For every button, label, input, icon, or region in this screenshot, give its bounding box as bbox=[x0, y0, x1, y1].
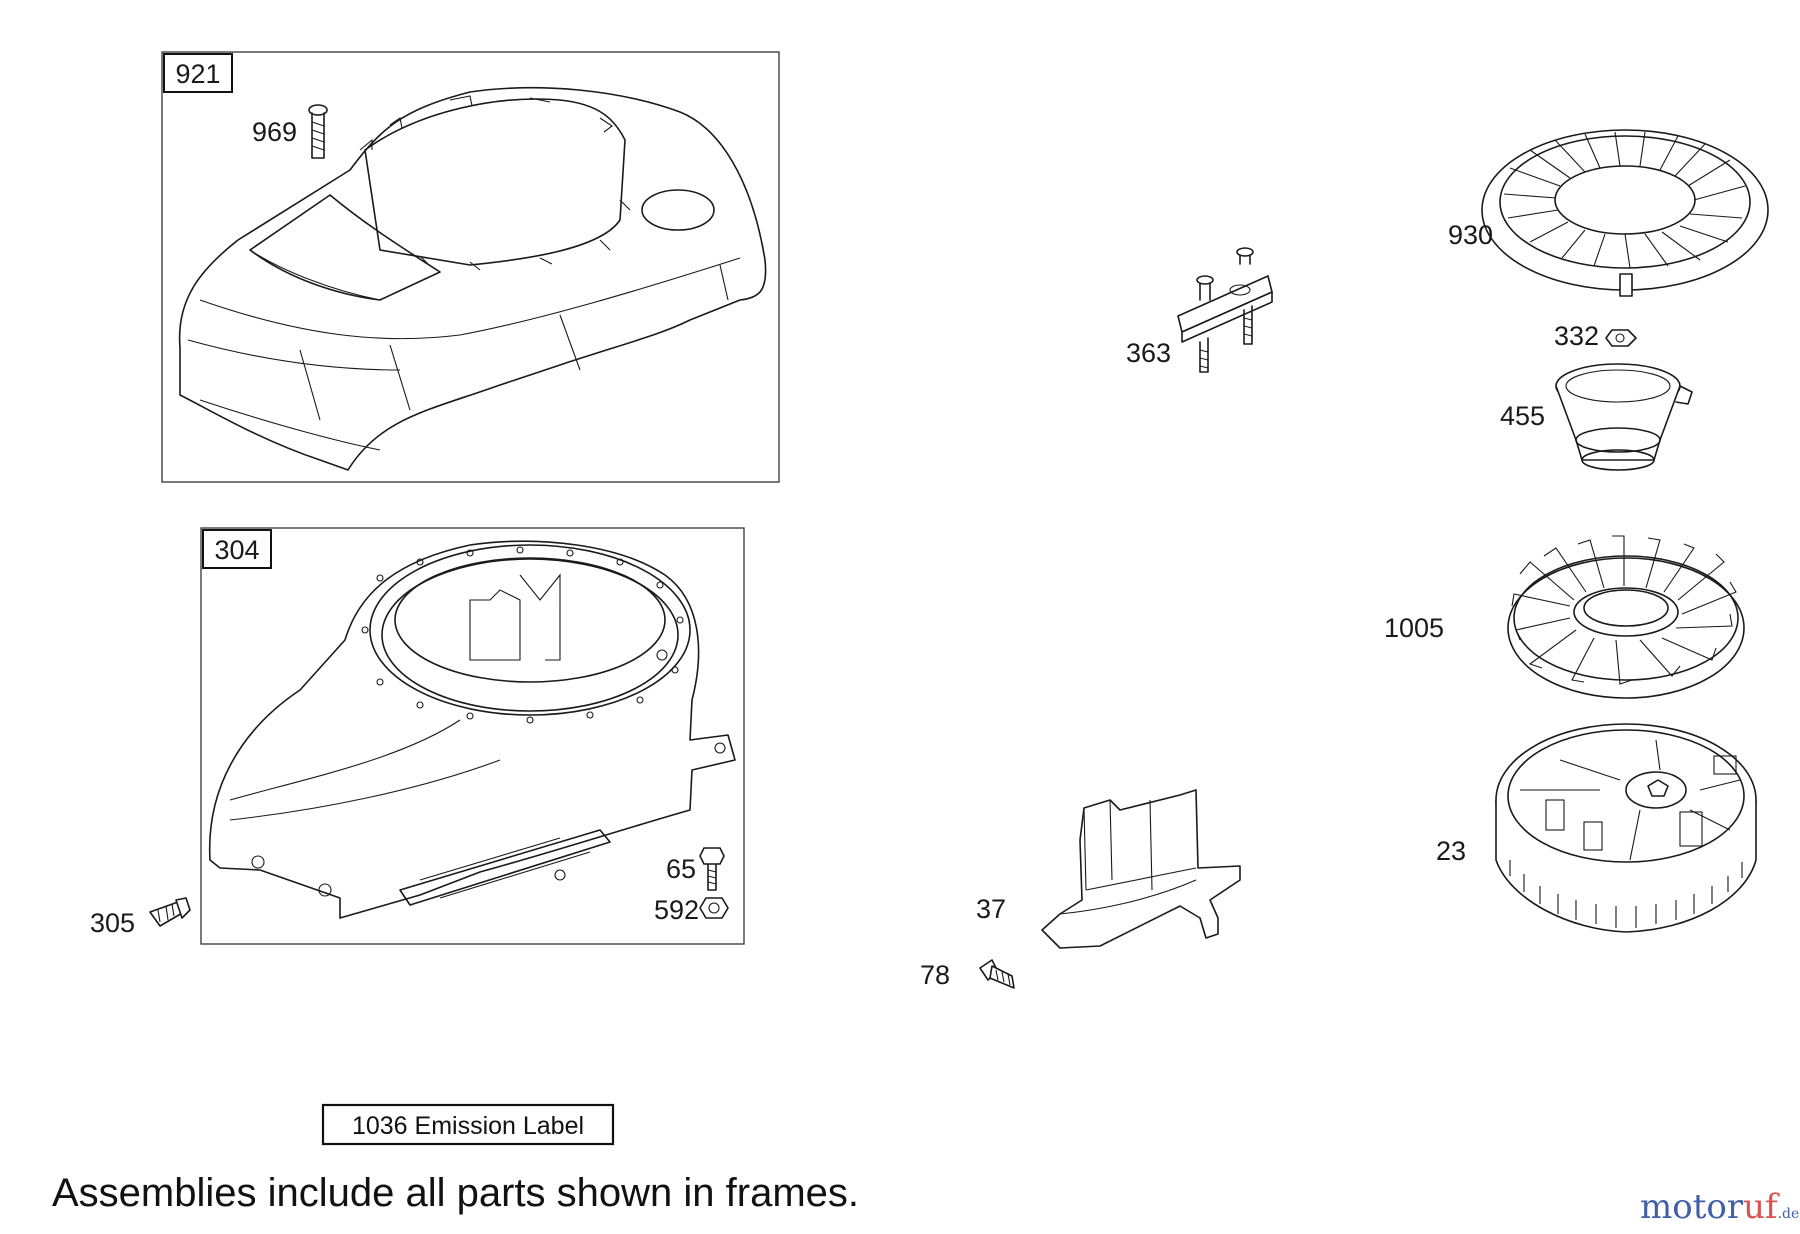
blower-cover-drawing bbox=[178, 86, 767, 471]
callout-455: 455 bbox=[1500, 401, 1545, 431]
frame-921: 921 969 bbox=[161, 51, 780, 483]
callout-592: 592 bbox=[654, 895, 699, 925]
callout-363: 363 bbox=[1126, 338, 1171, 368]
watermark-part1: motor bbox=[1640, 1187, 1744, 1227]
callout-37: 37 bbox=[976, 894, 1006, 924]
flywheel-23-drawing bbox=[1495, 723, 1757, 933]
emission-label-text: 1036 Emission Label bbox=[352, 1112, 584, 1140]
callout-23: 23 bbox=[1436, 836, 1466, 866]
svg-text:motoruf.de: motoruf.de bbox=[1640, 1187, 1799, 1227]
fan-1005-drawing bbox=[1507, 535, 1745, 699]
frame-304: 304 bbox=[200, 527, 745, 945]
callout-305: 305 bbox=[90, 908, 135, 938]
callout-930: 930 bbox=[1448, 220, 1493, 250]
cup-455-drawing bbox=[1555, 363, 1693, 471]
screen-930-drawing bbox=[1481, 129, 1769, 297]
blower-housing-drawing bbox=[208, 540, 736, 919]
callout-969: 969 bbox=[252, 117, 297, 147]
frame-921-label: 921 bbox=[175, 59, 220, 89]
bolt-65-drawing bbox=[699, 847, 725, 891]
frame-304-label: 304 bbox=[214, 535, 259, 565]
bracket-363-drawing bbox=[1177, 247, 1273, 373]
callout-332: 332 bbox=[1554, 321, 1599, 351]
callout-65: 65 bbox=[666, 854, 696, 884]
callout-1005: 1005 bbox=[1384, 613, 1444, 643]
screw-969-drawing bbox=[308, 104, 328, 159]
callout-78: 78 bbox=[920, 960, 950, 990]
nut-332-drawing bbox=[1605, 329, 1637, 347]
nut-592-drawing bbox=[699, 897, 729, 919]
watermark-logo: motoruf.de bbox=[1640, 1187, 1799, 1227]
watermark-part2: uf bbox=[1743, 1187, 1780, 1227]
emission-label-box: 1036 Emission Label bbox=[321, 1103, 615, 1146]
footer-note: Assemblies include all parts shown in fr… bbox=[52, 1171, 859, 1215]
screw-78-drawing bbox=[979, 959, 1015, 989]
watermark-part3: .de bbox=[1778, 1206, 1800, 1222]
bolt-305-drawing bbox=[149, 897, 191, 927]
deflector-37-drawing bbox=[1041, 789, 1241, 949]
